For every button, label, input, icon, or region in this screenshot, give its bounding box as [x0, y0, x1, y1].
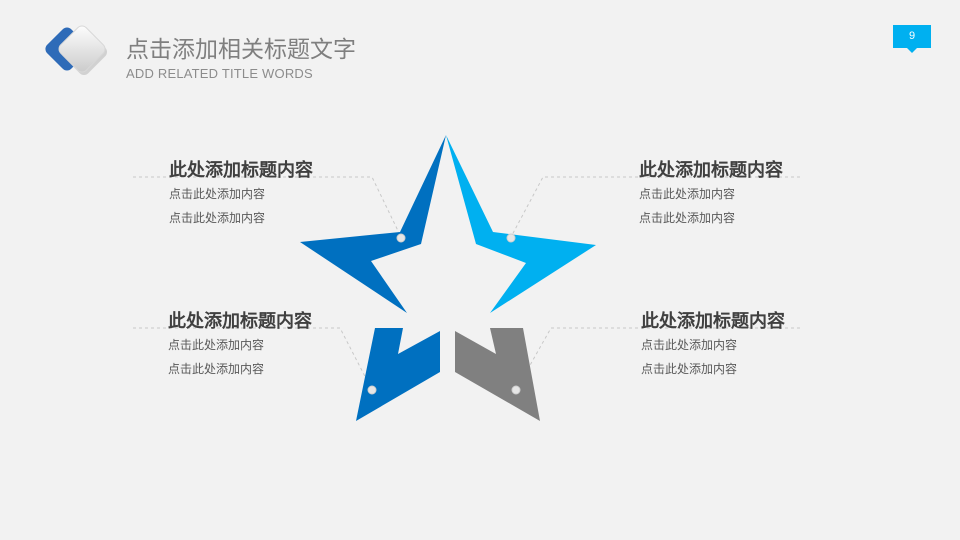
page-number-badge: 9 [893, 25, 931, 53]
block-heading: 此处添加标题内容 [639, 160, 783, 181]
connector-bottom-left [133, 327, 373, 391]
block-heading: 此处添加标题内容 [169, 160, 313, 181]
block-line: 点击此处添加内容 [168, 362, 265, 376]
star-segment-bottom-left [356, 328, 440, 421]
block-heading: 此处添加标题内容 [168, 311, 312, 332]
star-segment-bottom-right [455, 328, 540, 421]
block-line: 点击此处添加内容 [641, 338, 738, 352]
text-block-bottom-left: 此处添加标题内容 点击此处添加内容 点击此处添加内容 [168, 311, 312, 381]
block-line: 点击此处添加内容 [639, 187, 736, 201]
logo-icon [45, 25, 107, 75]
connector-top-left [133, 176, 402, 238]
text-block-top-right: 此处添加标题内容 点击此处添加内容 点击此处添加内容 [639, 160, 783, 230]
block-heading: 此处添加标题内容 [641, 311, 785, 332]
connector-top-right [510, 176, 800, 238]
block-line: 点击此处添加内容 [639, 211, 736, 225]
block-line: 点击此处添加内容 [169, 211, 266, 225]
anchor-dot-top-right [506, 233, 516, 243]
anchor-dot-top-left [396, 233, 406, 243]
block-line: 点击此处添加内容 [168, 338, 265, 352]
page-subtitle: ADD RELATED TITLE WORDS [126, 66, 313, 81]
block-line: 点击此处添加内容 [169, 187, 266, 201]
text-block-bottom-right: 此处添加标题内容 点击此处添加内容 点击此处添加内容 [641, 311, 785, 381]
page-title: 点击添加相关标题文字 [126, 37, 356, 63]
star-segment-top-left [300, 135, 446, 313]
star-segment-top-right [446, 135, 596, 313]
anchor-dot-bottom-right [511, 385, 521, 395]
block-line: 点击此处添加内容 [641, 362, 738, 376]
anchor-dot-bottom-left [367, 385, 377, 395]
text-block-top-left: 此处添加标题内容 点击此处添加内容 点击此处添加内容 [169, 160, 313, 230]
